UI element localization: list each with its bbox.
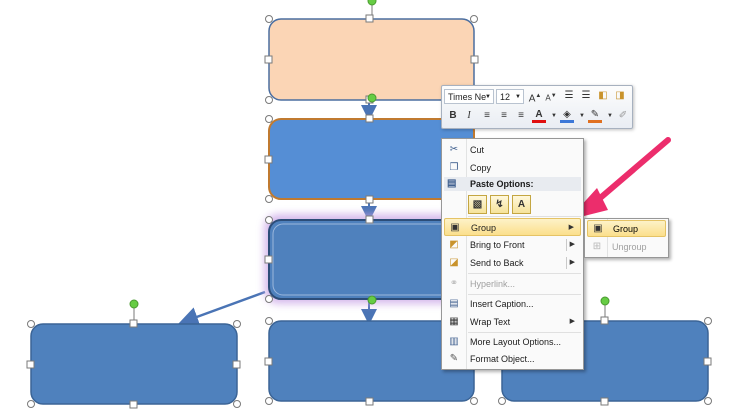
decrease-indent-icon[interactable]: ☰ — [564, 90, 574, 101]
font-name-box[interactable]: Times Ne ▼ — [444, 89, 494, 104]
copy-icon: ❐ — [449, 162, 459, 173]
menu-separator — [468, 332, 581, 333]
submenu-arrow-icon: ▶ — [569, 241, 575, 248]
submenu-arrow-icon: ▶ — [568, 224, 574, 231]
caption-icon: ▤ — [449, 298, 459, 309]
flowchart-box-bottom-left[interactable] — [30, 323, 238, 405]
paste-options-header: ▤ Paste Options: — [444, 177, 581, 191]
send-back-icon: ◪ — [449, 257, 459, 268]
menu-item-insert-caption[interactable]: ▤ Insert Caption... — [444, 295, 581, 313]
format-object-icon: ✎ — [449, 353, 459, 364]
align-center-icon[interactable]: ≡ — [501, 110, 507, 121]
menu-item-hyperlink[interactable]: ⚭ Hyperlink... — [444, 275, 581, 293]
rotation-handles[interactable] — [129, 0, 610, 320]
chevron-down-icon[interactable]: ▼ — [607, 113, 613, 119]
menu-item-copy[interactable]: ❐ Copy — [444, 159, 581, 177]
menu-item-format-object[interactable]: ✎ Format Object... — [444, 350, 581, 368]
mini-toolbar: Times Ne ▼ 12 ▼ A▲ A▼ ☰ ☰ ◧ ◨ B I ≡ ≡ ≡ … — [441, 85, 633, 129]
shrink-font-button[interactable]: A▼ — [545, 93, 557, 103]
ungroup-icon: ⊞ — [592, 241, 602, 252]
italic-button[interactable]: I — [467, 110, 471, 121]
context-menu: ✂ Cut ❐ Copy ▤ Paste Options: ▧ ↯ A ▣ Gr… — [441, 138, 584, 370]
send-backward-icon[interactable]: ◨ — [615, 90, 625, 101]
group-icon: ▣ — [593, 223, 603, 234]
split-divider — [566, 257, 567, 269]
layout-options-icon: ▥ — [449, 336, 459, 347]
bring-forward-icon[interactable]: ◧ — [598, 90, 608, 101]
align-left-icon[interactable]: ≡ — [484, 110, 490, 121]
menu-item-cut[interactable]: ✂ Cut — [444, 141, 581, 159]
hyperlink-icon: ⚭ — [449, 278, 459, 289]
font-size-value: 12 — [500, 92, 511, 102]
submenu-item-ungroup[interactable]: ⊞ Ungroup — [587, 239, 666, 256]
menu-separator — [468, 273, 581, 274]
menu-item-group[interactable]: ▣ Group ▶ — [444, 218, 581, 236]
bring-front-icon: ◩ — [449, 239, 459, 250]
menu-item-bring-to-front[interactable]: ◩ Bring to Front ▶ — [444, 236, 581, 254]
scissors-icon: ✂ — [449, 144, 459, 155]
submenu-arrow-icon: ▶ — [569, 318, 575, 325]
format-painter-icon[interactable]: ✐ — [618, 110, 628, 121]
clipboard-icon: ▤ — [447, 178, 457, 189]
menu-separator — [468, 216, 581, 217]
font-name-value: Times Ne — [448, 92, 487, 102]
menu-separator — [468, 294, 581, 295]
menu-item-more-layout-options[interactable]: ▥ More Layout Options... — [444, 333, 581, 351]
submenu-item-group[interactable]: ▣ Group — [587, 220, 666, 237]
bold-button[interactable]: B — [449, 110, 457, 121]
chevron-down-icon: ▼ — [515, 94, 521, 100]
increase-indent-icon[interactable]: ☰ — [581, 90, 591, 101]
font-size-box[interactable]: 12 ▼ — [496, 89, 524, 104]
shape-fill-icon[interactable]: ◈ — [560, 109, 574, 123]
chevron-down-icon: ▼ — [485, 94, 491, 100]
submenu-arrow-icon: ▶ — [569, 259, 575, 266]
group-submenu: ▣ Group ⊞ Ungroup — [584, 218, 669, 258]
paste-merge-formatting-icon[interactable]: ↯ — [490, 195, 509, 214]
menu-item-send-to-back[interactable]: ◪ Send to Back ▶ — [444, 254, 581, 272]
selection-handles[interactable] — [26, 14, 712, 409]
shape-outline-icon[interactable]: ✎ — [588, 109, 602, 123]
chevron-down-icon[interactable]: ▼ — [551, 113, 557, 119]
font-color-button[interactable]: A — [532, 109, 546, 123]
paste-keep-formatting-icon[interactable]: ▧ — [468, 195, 487, 214]
menu-item-wrap-text[interactable]: ▦ Wrap Text ▶ — [444, 313, 581, 331]
group-icon: ▣ — [450, 222, 460, 233]
chevron-down-icon[interactable]: ▼ — [579, 113, 585, 119]
split-divider — [566, 239, 567, 251]
wrap-text-icon: ▦ — [449, 316, 459, 327]
align-right-icon[interactable]: ≡ — [518, 110, 524, 121]
paste-text-only-icon[interactable]: A — [512, 195, 531, 214]
grow-font-button[interactable]: A▲ — [528, 93, 542, 105]
